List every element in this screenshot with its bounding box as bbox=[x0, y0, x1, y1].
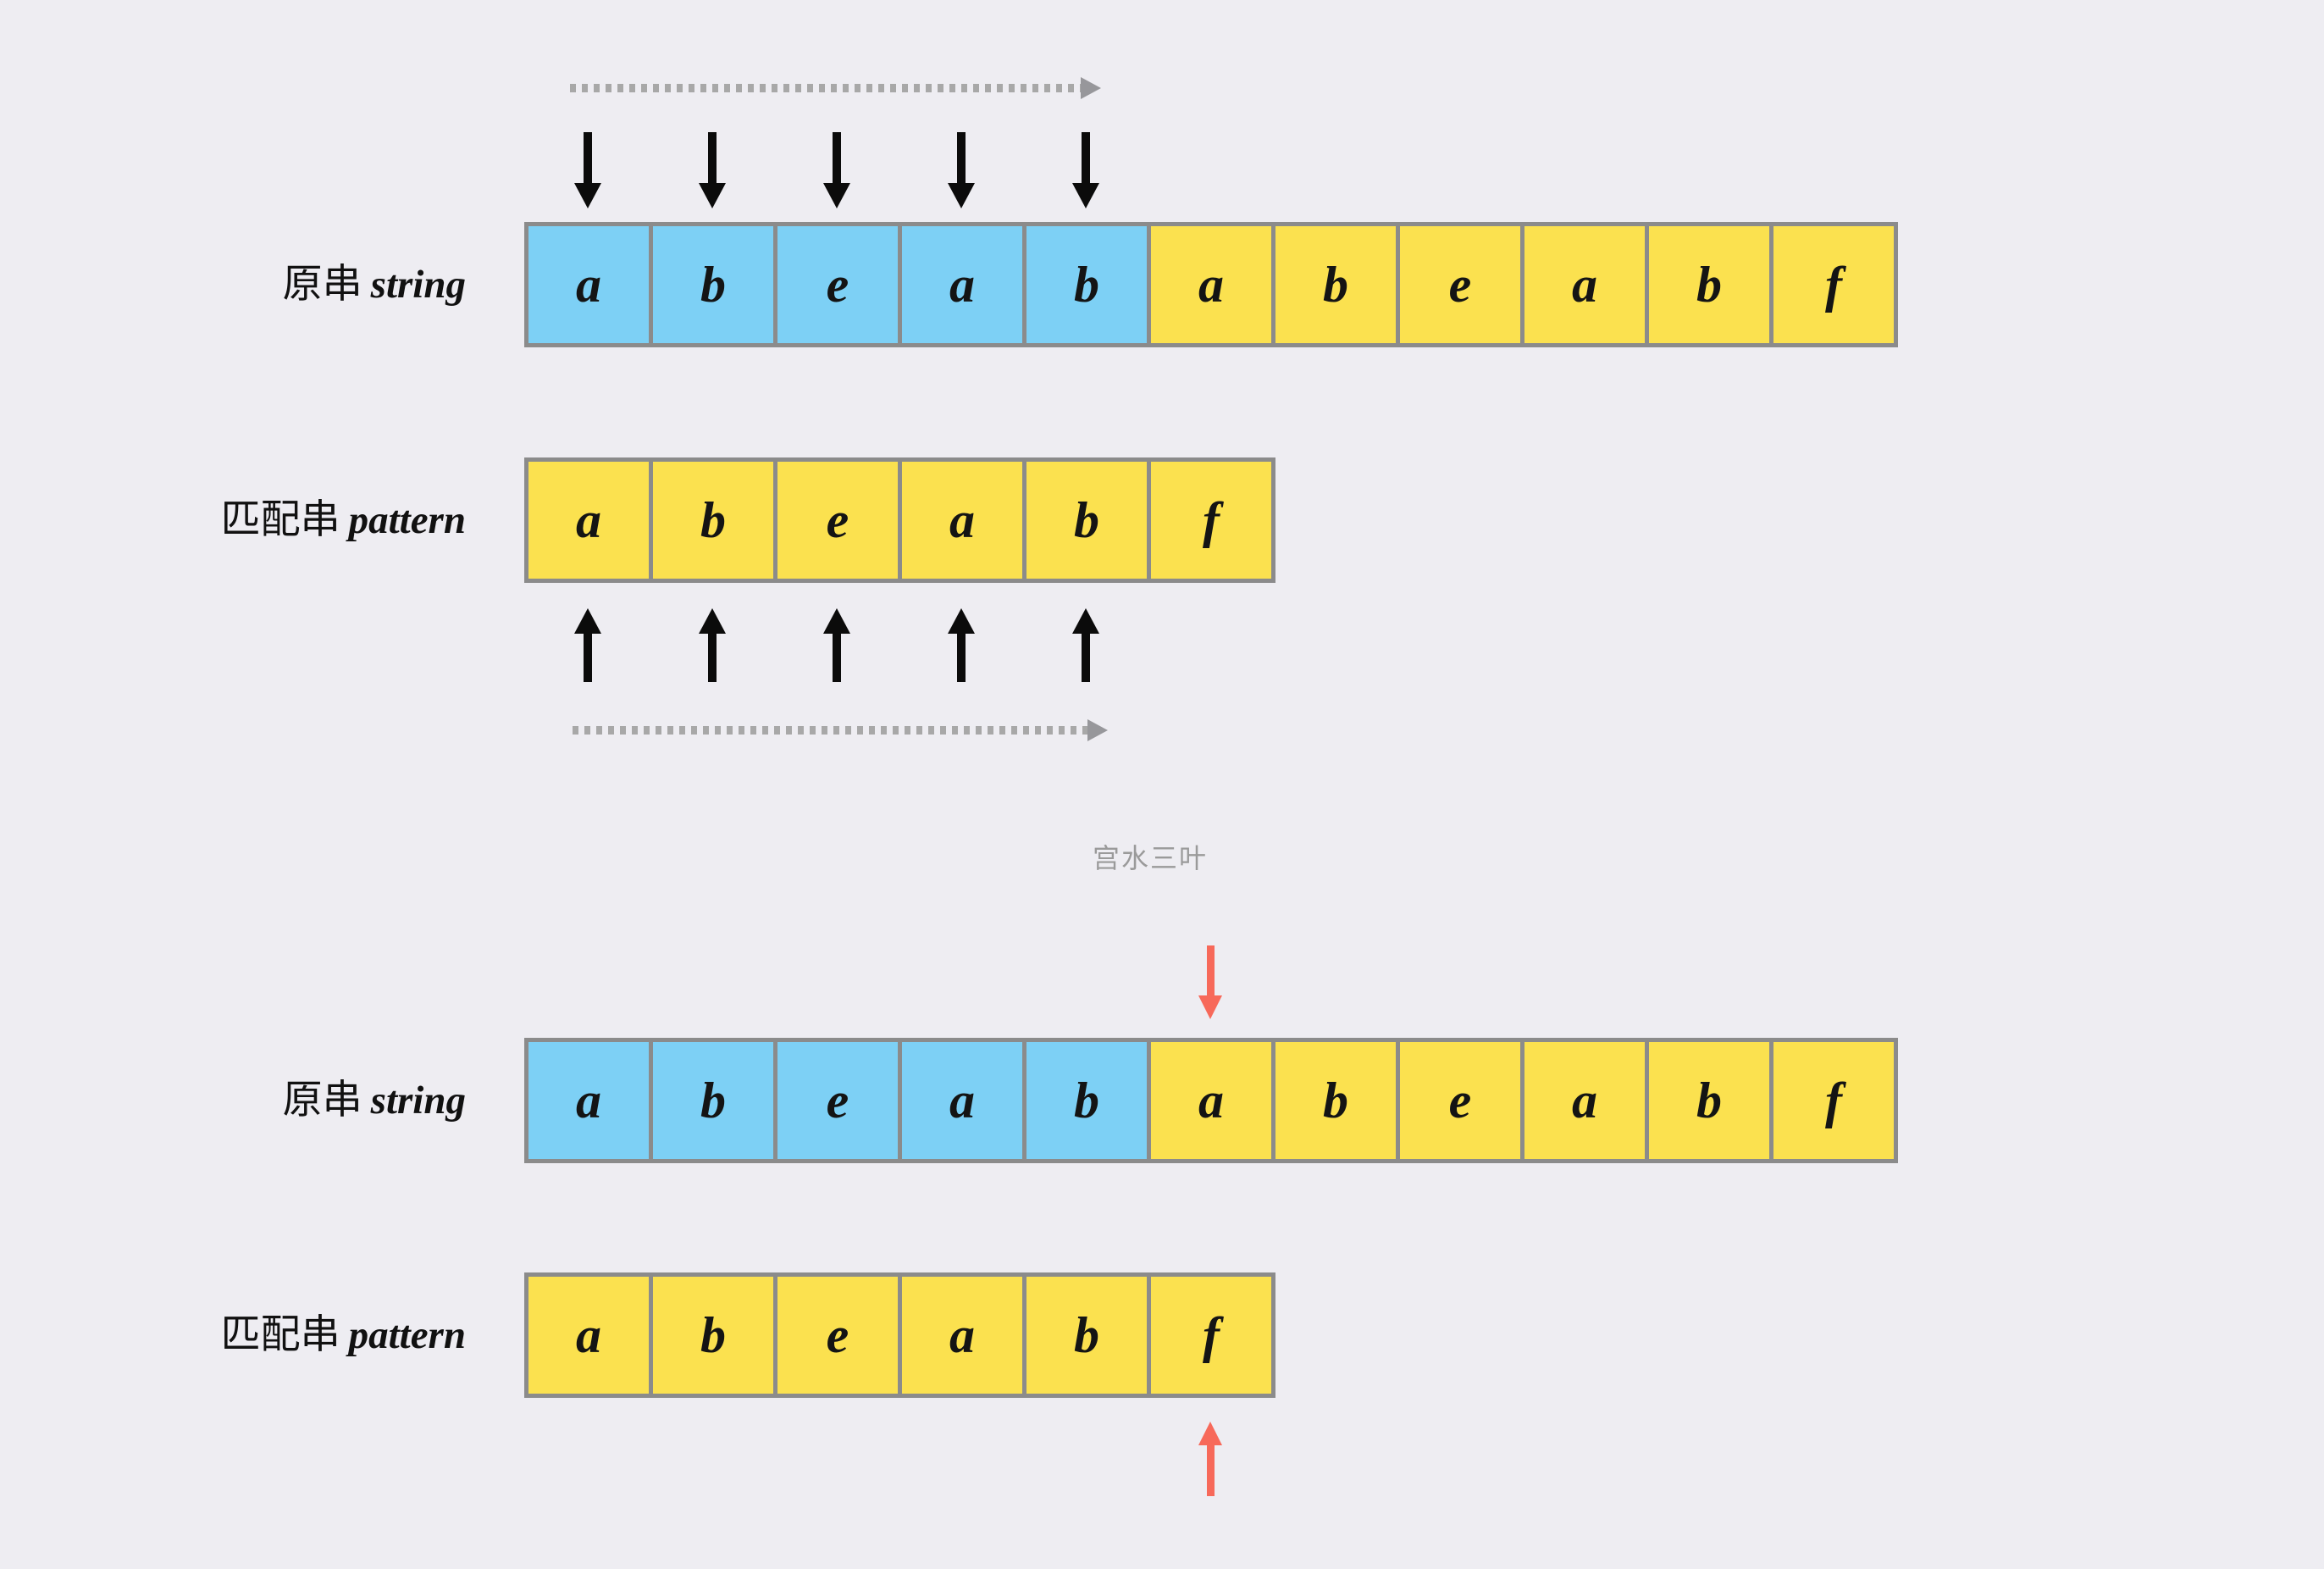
arrow-stem bbox=[1206, 1445, 1215, 1496]
string-cell: f bbox=[1773, 1042, 1894, 1159]
arrow-stem bbox=[1082, 634, 1090, 682]
arrow-head bbox=[699, 183, 726, 208]
arrow-head bbox=[1072, 608, 1099, 634]
dotted-arrow-tip bbox=[1087, 719, 1108, 741]
string-cell: a bbox=[902, 1042, 1022, 1159]
scan-direction-dotted-arrow-icon bbox=[570, 77, 1101, 99]
up-arrow-icon bbox=[1072, 608, 1099, 682]
pattern-row: a b e a b f bbox=[524, 1272, 1275, 1398]
up-arrow-icon bbox=[574, 608, 601, 682]
label-cn: 匹配串 bbox=[220, 1313, 340, 1357]
arrow-head bbox=[948, 183, 975, 208]
arrow-head bbox=[823, 183, 850, 208]
down-arrow-icon bbox=[1072, 132, 1099, 208]
label-en: string bbox=[370, 1078, 466, 1123]
up-arrow-icon bbox=[948, 608, 975, 682]
arrow-head bbox=[574, 183, 601, 208]
string-cell: a bbox=[1151, 226, 1271, 343]
pattern-cell: e bbox=[777, 1277, 898, 1394]
up-arrow-icon bbox=[823, 608, 850, 682]
arrow-head bbox=[1072, 183, 1099, 208]
string-cell: a bbox=[1524, 226, 1645, 343]
label-cn: 原串 bbox=[282, 263, 362, 307]
arrow-head bbox=[699, 608, 726, 634]
label-en: pattern bbox=[348, 1313, 466, 1357]
pattern-cell: a bbox=[902, 1277, 1022, 1394]
arrow-stem bbox=[833, 634, 841, 682]
pattern-cell: a bbox=[902, 462, 1022, 579]
label-cn: 原串 bbox=[282, 1078, 362, 1123]
string-cell: a bbox=[528, 1042, 649, 1159]
dotted-arrow-dashes bbox=[573, 726, 1087, 735]
string-cell: e bbox=[1400, 1042, 1520, 1159]
arrow-stem bbox=[584, 634, 592, 682]
pattern-cell: a bbox=[528, 462, 649, 579]
arrow-head bbox=[574, 608, 601, 634]
arrow-stem bbox=[957, 634, 966, 682]
string-cell: b bbox=[1026, 1042, 1147, 1159]
string-cell: e bbox=[1400, 226, 1520, 343]
label-cn: 匹配串 bbox=[220, 498, 340, 542]
pattern-cell: b bbox=[653, 462, 773, 579]
string-cell: a bbox=[1151, 1042, 1271, 1159]
dotted-arrow-tip bbox=[1081, 77, 1101, 99]
string-cell: a bbox=[1524, 1042, 1645, 1159]
string-cell: b bbox=[1649, 226, 1769, 343]
string-cell: e bbox=[777, 226, 898, 343]
scan-direction-dotted-arrow-icon bbox=[573, 719, 1108, 741]
pattern-cell: b bbox=[1026, 1277, 1147, 1394]
arrow-stem bbox=[957, 132, 966, 183]
string-cell: f bbox=[1773, 226, 1894, 343]
dotted-arrow-dashes bbox=[570, 84, 1081, 92]
string-cell: b bbox=[653, 226, 773, 343]
mismatch-down-arrow-icon bbox=[1198, 945, 1222, 1019]
pattern-cell: f bbox=[1151, 462, 1271, 579]
string-cell: b bbox=[1275, 1042, 1396, 1159]
string-row: a b e a b a b e a b f bbox=[524, 1038, 1898, 1163]
arrow-head bbox=[1198, 1422, 1222, 1445]
up-arrow-icon bbox=[699, 608, 726, 682]
string-cell: b bbox=[1649, 1042, 1769, 1159]
mismatch-up-arrow-icon bbox=[1198, 1422, 1222, 1496]
pattern-cell: a bbox=[528, 1277, 649, 1394]
pattern-cell: b bbox=[1026, 462, 1147, 579]
string-cell: a bbox=[902, 226, 1022, 343]
string-cell: b bbox=[1026, 226, 1147, 343]
watermark-text: 宫水三叶 bbox=[1092, 843, 1208, 873]
arrow-stem bbox=[833, 132, 841, 183]
string-cell: e bbox=[777, 1042, 898, 1159]
arrow-head bbox=[1198, 995, 1222, 1019]
down-arrow-icon bbox=[574, 132, 601, 208]
arrow-stem bbox=[708, 132, 717, 183]
pattern-cell: e bbox=[777, 462, 898, 579]
string-cell: b bbox=[653, 1042, 773, 1159]
arrow-stem bbox=[1206, 945, 1215, 995]
label-en: string bbox=[370, 263, 466, 307]
arrow-stem bbox=[584, 132, 592, 183]
down-arrow-icon bbox=[948, 132, 975, 208]
down-arrow-icon bbox=[823, 132, 850, 208]
pattern-row: a b e a b f bbox=[524, 457, 1275, 583]
pattern-cell: f bbox=[1151, 1277, 1271, 1394]
arrow-head bbox=[823, 608, 850, 634]
arrow-head bbox=[948, 608, 975, 634]
pattern-cell: b bbox=[653, 1277, 773, 1394]
label-en: pattern bbox=[348, 498, 466, 542]
arrow-stem bbox=[1082, 132, 1090, 183]
string-cell: b bbox=[1275, 226, 1396, 343]
arrow-stem bbox=[708, 634, 717, 682]
string-cell: a bbox=[528, 226, 649, 343]
down-arrow-icon bbox=[699, 132, 726, 208]
string-row: a b e a b a b e a b f bbox=[524, 222, 1898, 347]
